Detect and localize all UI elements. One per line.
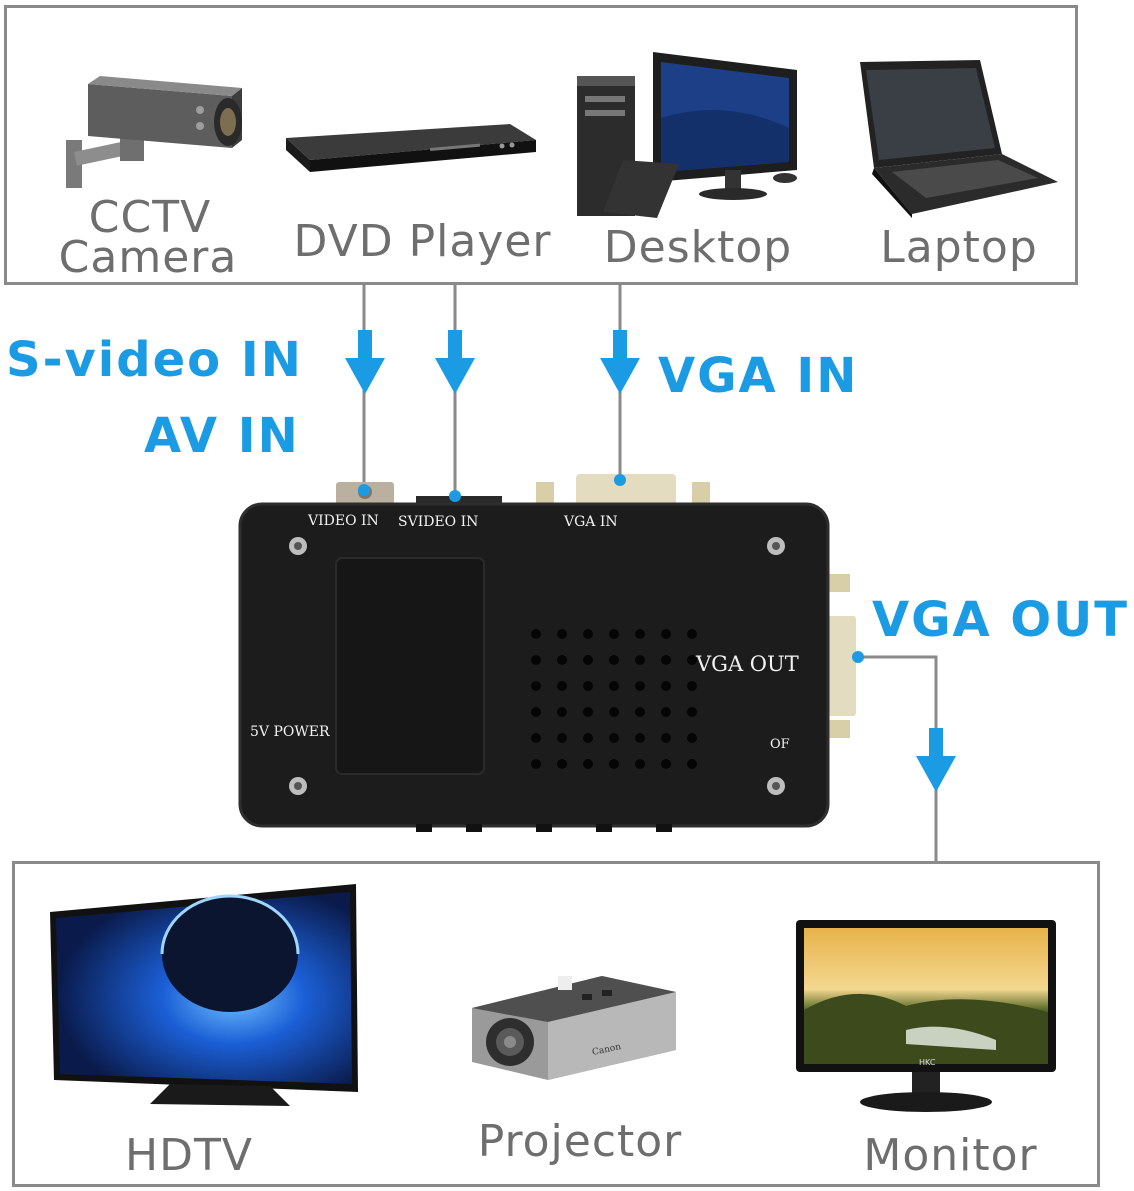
- vent-hole: [687, 733, 697, 743]
- video-in-port-label: VIDEO IN: [308, 513, 379, 529]
- hdtv-label: HDTV: [125, 1130, 253, 1181]
- vent-hole: [687, 655, 697, 665]
- av-in-callout: AV IN: [144, 408, 300, 464]
- cctv-camera-icon: [66, 76, 242, 188]
- vent-hole: [609, 681, 619, 691]
- arrow-down-icon: [435, 330, 475, 394]
- vent-hole: [531, 707, 541, 717]
- vent-hole: [661, 681, 671, 691]
- vent-hole: [583, 655, 593, 665]
- vga-in-port-label: VGA IN: [564, 514, 618, 530]
- vent-hole: [531, 629, 541, 639]
- vga-out-callout: VGA OUT: [872, 592, 1129, 648]
- arrow-down-icon: [916, 728, 956, 792]
- vent-hole: [661, 707, 671, 717]
- vent-hole: [531, 733, 541, 743]
- vent-hole: [609, 759, 619, 769]
- vent-hole: [531, 759, 541, 769]
- vent-hole: [635, 707, 645, 717]
- desktop-label: Desktop: [603, 222, 793, 273]
- vent-hole: [635, 629, 645, 639]
- vent-hole: [583, 629, 593, 639]
- vent-hole: [609, 707, 619, 717]
- vent-hole: [583, 733, 593, 743]
- vent-hole: [583, 759, 593, 769]
- cctv-label-line2: Camera: [58, 232, 238, 283]
- laptop-icon: [860, 60, 1058, 218]
- monitor-icon: [796, 920, 1056, 1112]
- svideo-in-port-label: SVIDEO IN: [398, 514, 479, 530]
- vent-hole: [661, 655, 671, 665]
- desktop-computer-icon: [577, 52, 797, 218]
- vent-hole: [583, 707, 593, 717]
- vent-hole: [557, 681, 567, 691]
- cctv-label-line1: CCTV: [88, 192, 212, 243]
- vent-hole: [557, 707, 567, 717]
- svideo-in-callout: S-video IN: [6, 332, 303, 388]
- arrow-down-icon: [600, 330, 640, 394]
- vent-hole: [557, 629, 567, 639]
- vent-hole: [557, 655, 567, 665]
- vent-hole: [531, 655, 541, 665]
- vent-hole: [661, 733, 671, 743]
- vent-hole: [635, 733, 645, 743]
- dvd-player-label: DVD Player: [293, 216, 552, 267]
- dvd-player-icon: [286, 124, 536, 172]
- monitor-brand-label: HKC: [919, 1058, 936, 1067]
- vga-in-callout: VGA IN: [658, 348, 859, 404]
- vent-hole: [609, 655, 619, 665]
- vga-out-port-label: VGA OUT: [696, 652, 799, 676]
- vent-hole: [557, 759, 567, 769]
- projector-icon: [472, 976, 676, 1080]
- power-port-label: 5V POWER: [250, 724, 330, 740]
- vent-hole: [687, 707, 697, 717]
- hdtv-icon: [50, 884, 358, 1106]
- projector-label: Projector: [477, 1116, 683, 1167]
- vent-hole: [609, 629, 619, 639]
- vent-hole: [635, 759, 645, 769]
- vent-hole: [635, 681, 645, 691]
- vent-hole: [531, 681, 541, 691]
- vent-hole: [687, 759, 697, 769]
- vent-hole: [609, 733, 619, 743]
- vent-hole: [635, 655, 645, 665]
- vent-hole: [661, 759, 671, 769]
- vent-hole: [687, 681, 697, 691]
- monitor-label: Monitor: [863, 1130, 1038, 1181]
- vent-hole: [661, 629, 671, 639]
- vent-hole: [583, 681, 593, 691]
- laptop-label: Laptop: [880, 222, 1038, 273]
- of-label: OF: [770, 737, 790, 752]
- vent-hole: [557, 733, 567, 743]
- arrow-down-icon: [345, 330, 385, 394]
- vent-hole: [687, 629, 697, 639]
- converter-box: [238, 474, 856, 832]
